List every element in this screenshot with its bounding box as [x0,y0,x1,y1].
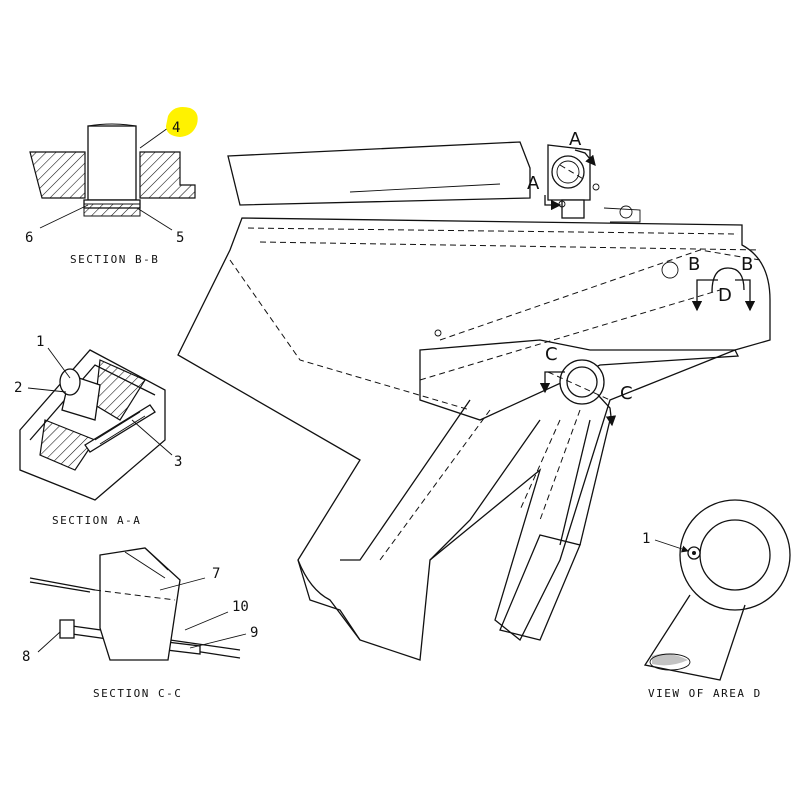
arm-plate [419,339,740,421]
marker-b-right: B [741,254,753,275]
callout-c-c-7: 7 [212,566,220,582]
callout-b-b-5: 5 [176,230,184,246]
area-d-eye [679,499,791,611]
callout-b-b-4: 4 [172,120,180,136]
hydraulic-cylinder [499,534,581,641]
b-b-pin [87,125,137,201]
b-b-right-plate [139,151,196,199]
marker-d: D [718,285,732,306]
caption-view-area-d: VIEW OF AREA D [648,687,762,700]
c-c-bolt [59,619,75,639]
c-c-pin [99,547,181,661]
main-assembly [177,141,771,661]
marker-a-bottom: A [527,173,540,194]
marker-a-top: A [569,129,582,150]
callout-a-a-2: 2 [14,380,22,396]
section-a-a [19,347,173,501]
callout-a-a-1: 1 [36,334,44,350]
callout-c-c-10: 10 [232,599,249,615]
marker-c-left: C [545,344,558,365]
callout-c-c-9: 9 [250,625,258,641]
section-markers: A A B B D C C [527,129,756,427]
a-a-plate [84,404,156,453]
pin-a-bracket [561,199,585,219]
callout-highlight [166,107,198,137]
a-a-bushing-upper [94,359,146,421]
section-c-c [29,547,247,661]
main-frame [177,217,771,661]
caption-section-a-a: SECTION A-A [52,514,141,527]
b-b-left-plate [29,151,86,199]
view-area-d [643,499,791,681]
callout-b-b-6: 6 [25,230,33,246]
a-a-bushing-lower [39,419,96,471]
boom-beam [227,141,531,206]
callout-area-d-1: 1 [642,531,650,547]
section-b-b [29,123,196,231]
callout-c-c-8: 8 [22,649,30,665]
marker-b-left: B [688,254,700,275]
area-d-rod [643,594,746,681]
marker-c-right: C [620,383,633,404]
caption-section-c-c: SECTION C-C [93,687,182,700]
callout-a-a-3: 3 [174,454,182,470]
caption-section-b-b: SECTION B-B [70,253,159,266]
